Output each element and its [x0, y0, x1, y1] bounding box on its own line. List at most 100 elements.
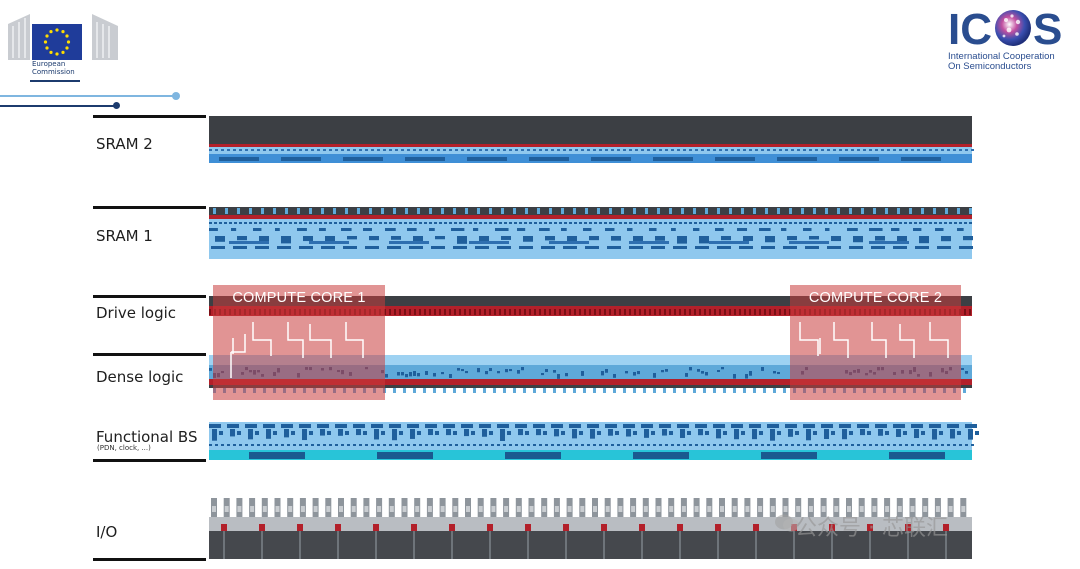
io-via [413, 531, 415, 559]
compute-core-1-label: COMPUTE CORE 1 [232, 290, 366, 306]
sram1-texture [341, 228, 352, 231]
sram1-texture [964, 222, 967, 224]
sram1-texture [824, 222, 827, 224]
dense-texture [477, 368, 480, 373]
func-texture [497, 444, 500, 446]
sram1-texture [539, 222, 542, 224]
dense-texture [633, 372, 636, 376]
sram1-texture [534, 222, 537, 224]
icos-logo: IC S [946, 4, 1076, 74]
io-pillar-highlight [643, 506, 648, 512]
sram1-texture [413, 236, 423, 242]
sram1-texture [649, 228, 657, 231]
func-texture [914, 429, 919, 439]
func-texture [347, 444, 350, 446]
sram2-texture [845, 149, 848, 151]
drive-tick [539, 309, 541, 315]
sram1-texture [889, 222, 892, 224]
sram2-bar [715, 157, 755, 161]
sram2-texture [947, 149, 950, 151]
io-pillar-highlight [542, 506, 547, 512]
sram2-texture [965, 149, 968, 151]
sram1-texture [594, 222, 597, 224]
func-texture [419, 444, 422, 446]
sram2-texture [497, 149, 500, 151]
separator-io [93, 558, 206, 561]
func-texture [263, 424, 275, 428]
sram1-texture [429, 228, 435, 231]
sram1-texture [934, 222, 937, 224]
drive-tick [454, 309, 456, 315]
func-texture [371, 424, 383, 428]
sram1-texture [787, 236, 797, 241]
func-texture [633, 431, 637, 435]
func-texture [665, 444, 668, 446]
sram1-texture [564, 222, 567, 224]
sram1-texture [853, 236, 863, 243]
sram2-bar [653, 157, 693, 161]
sram1-texture [605, 228, 615, 231]
drive-tick [609, 309, 611, 315]
sram2-texture [515, 149, 518, 151]
func-texture [957, 431, 961, 435]
sram1-texture [444, 222, 447, 224]
sram1-texture [919, 222, 922, 224]
sram2-bar [777, 157, 817, 161]
dense-texture [721, 367, 724, 370]
dense-pin [663, 388, 666, 393]
func-texture [563, 444, 566, 446]
func-texture [849, 431, 853, 435]
sram1-texture [325, 236, 335, 243]
sram1-texture [799, 222, 802, 224]
sram2-texture [233, 149, 236, 151]
sram1-pin [789, 208, 792, 214]
func-texture [212, 429, 217, 441]
drive-tick [739, 309, 741, 315]
io-via [869, 531, 871, 559]
io-via [793, 531, 795, 559]
dense-pin [403, 388, 406, 393]
func-texture [569, 444, 572, 446]
io-pillar-highlight [440, 506, 445, 512]
func-texture [461, 424, 473, 428]
sram2-texture [899, 149, 902, 151]
dense-pin [473, 388, 476, 393]
sram1-texture [474, 222, 477, 224]
sram1-texture [264, 222, 267, 224]
io-pad [411, 524, 417, 531]
sram2-texture [917, 149, 920, 151]
sram1-texture [464, 222, 467, 224]
dense-pin [423, 388, 426, 393]
drive-tick [629, 309, 631, 315]
sram1-texture [363, 228, 372, 231]
sram1-texture [391, 236, 401, 240]
io-pillar-highlight [580, 506, 585, 512]
watermark-text: 公众号 · 芯联汇 [795, 516, 948, 541]
sram1-texture [664, 222, 667, 224]
func-texture [363, 431, 367, 435]
io-pillar-highlight [758, 506, 763, 512]
sram2-texture [779, 149, 782, 151]
sram1-texture [715, 228, 724, 231]
func-texture [471, 431, 475, 435]
func-texture [626, 429, 631, 437]
func-texture [698, 429, 703, 436]
func-texture [539, 444, 542, 446]
func-texture [680, 429, 685, 438]
drive-tick [559, 309, 561, 315]
sram1-pin [513, 208, 516, 214]
sram1-texture [349, 222, 352, 224]
func-texture [431, 444, 434, 446]
func-texture [257, 444, 260, 446]
sram2-texture [503, 149, 506, 151]
io-pillar-highlight [427, 506, 432, 512]
ec-text-line-2: Commission [32, 68, 75, 76]
io-pillar-highlight [402, 506, 407, 512]
sram1-texture [304, 222, 307, 224]
dense-pin [433, 388, 436, 393]
io-via [223, 531, 225, 559]
wechat-watermark-icon [775, 514, 799, 532]
sram1-pin [489, 208, 492, 214]
func-texture [932, 429, 937, 440]
